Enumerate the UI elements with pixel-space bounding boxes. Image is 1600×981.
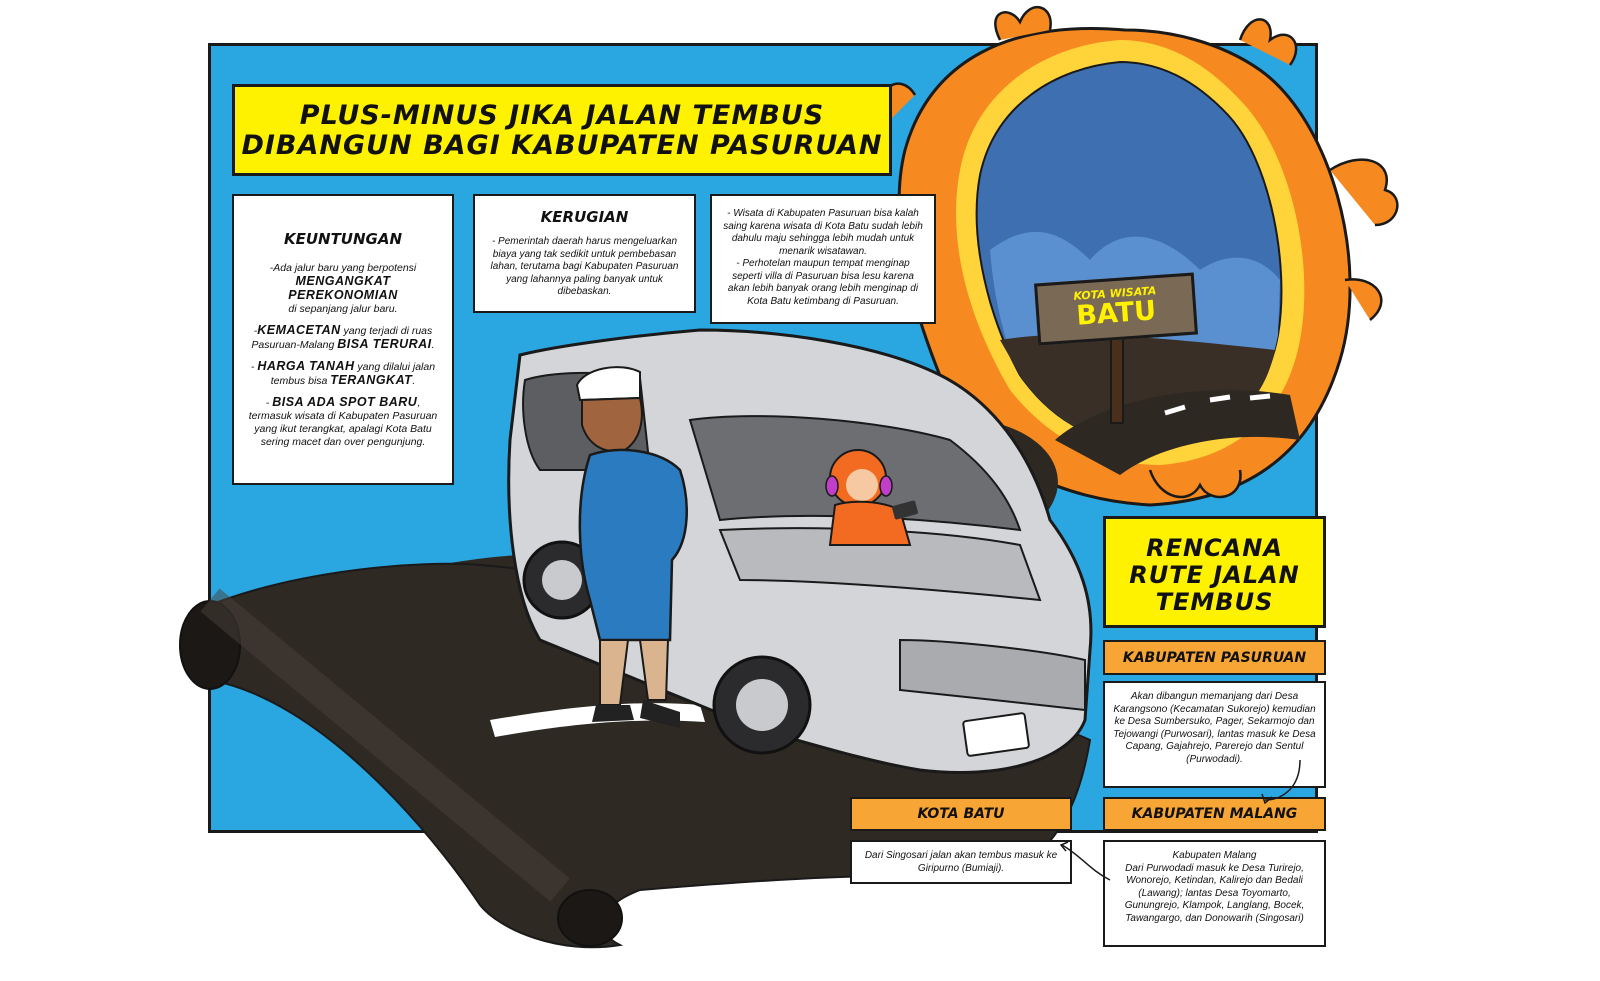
keuntungan-item-4: - BISA ADA SPOT BARU, termasuk wisata di… — [248, 395, 438, 449]
kerugian-text-2b: - Perhotelan maupun tempat menginap sepe… — [727, 258, 919, 307]
kerugian-heading: KERUGIAN — [540, 208, 629, 226]
label-kota-batu: KOTA BATU — [850, 797, 1072, 831]
malang-route-heading: Kabupaten Malang — [1172, 850, 1257, 861]
label-kabupaten-pasuruan: KABUPATEN PASURUAN — [1103, 640, 1326, 675]
malang-route-box: Kabupaten Malang Dari Purwodadi masuk ke… — [1103, 840, 1326, 947]
kerugian-box-2: - Wisata di Kabupaten Pasuruan bisa kala… — [710, 194, 936, 324]
kerugian-text-1: - Pemerintah daerah harus mengeluarkan b… — [490, 236, 679, 297]
title-line-1: PLUS-MINUS JIKA JALAN TEMBUS — [299, 100, 825, 131]
rencana-line-2: RUTE JALAN — [1129, 561, 1300, 589]
pasuruan-route-box: Akan dibangun memanjang dari Desa Karang… — [1103, 681, 1326, 788]
label-text: KABUPATEN PASURUAN — [1122, 649, 1307, 666]
label-kabupaten-malang: KABUPATEN MALANG — [1103, 797, 1326, 831]
title-box: PLUS-MINUS JIKA JALAN TEMBUS DIBANGUN BA… — [232, 84, 892, 176]
pasuruan-route-text: Akan dibangun memanjang dari Desa Karang… — [1113, 691, 1316, 765]
rencana-box: RENCANA RUTE JALAN TEMBUS — [1103, 516, 1326, 628]
page-title: PLUS-MINUS JIKA JALAN TEMBUS DIBANGUN BA… — [235, 101, 889, 161]
kota-wisata-batu-sign: KOTA WISATA BATU — [1034, 272, 1198, 346]
label-text: KOTA BATU — [917, 806, 1005, 822]
sign-post — [1110, 330, 1124, 424]
man-illustration — [575, 366, 688, 728]
batu-route-box: Dari Singosari jalan akan tembus masuk k… — [850, 840, 1072, 884]
rencana-line-1: RENCANA — [1146, 534, 1283, 562]
label-text: KABUPATEN MALANG — [1131, 806, 1298, 822]
keuntungan-item-2: -KEMACETAN yang terjadi di ruas Pasuruan… — [251, 323, 435, 352]
malang-route-text: Dari Purwodadi masuk ke Desa Turirejo, W… — [1124, 862, 1305, 924]
kerugian-box: KERUGIAN - Pemerintah daerah harus menge… — [473, 194, 696, 313]
kerugian-text-2a: - Wisata di Kabupaten Pasuruan bisa kala… — [723, 208, 923, 257]
keuntungan-item-1: -Ada jalur baru yang berpotensi MENGANGK… — [269, 262, 417, 315]
title-line-2: DIBANGUN BAGI KABUPATEN PASURUAN — [241, 130, 883, 161]
keuntungan-item-3: - HARGA TANAH yang dilalui jalan tembus … — [250, 359, 436, 388]
rencana-line-3: TEMBUS — [1155, 588, 1274, 616]
rencana-title: RENCANA RUTE JALAN TEMBUS — [1106, 535, 1323, 616]
keuntungan-heading: KEUNTUNGAN — [283, 230, 403, 248]
keuntungan-box: KEUNTUNGAN -Ada jalur baru yang berpoten… — [232, 194, 454, 485]
batu-route-text: Dari Singosari jalan akan tembus masuk k… — [864, 850, 1058, 874]
